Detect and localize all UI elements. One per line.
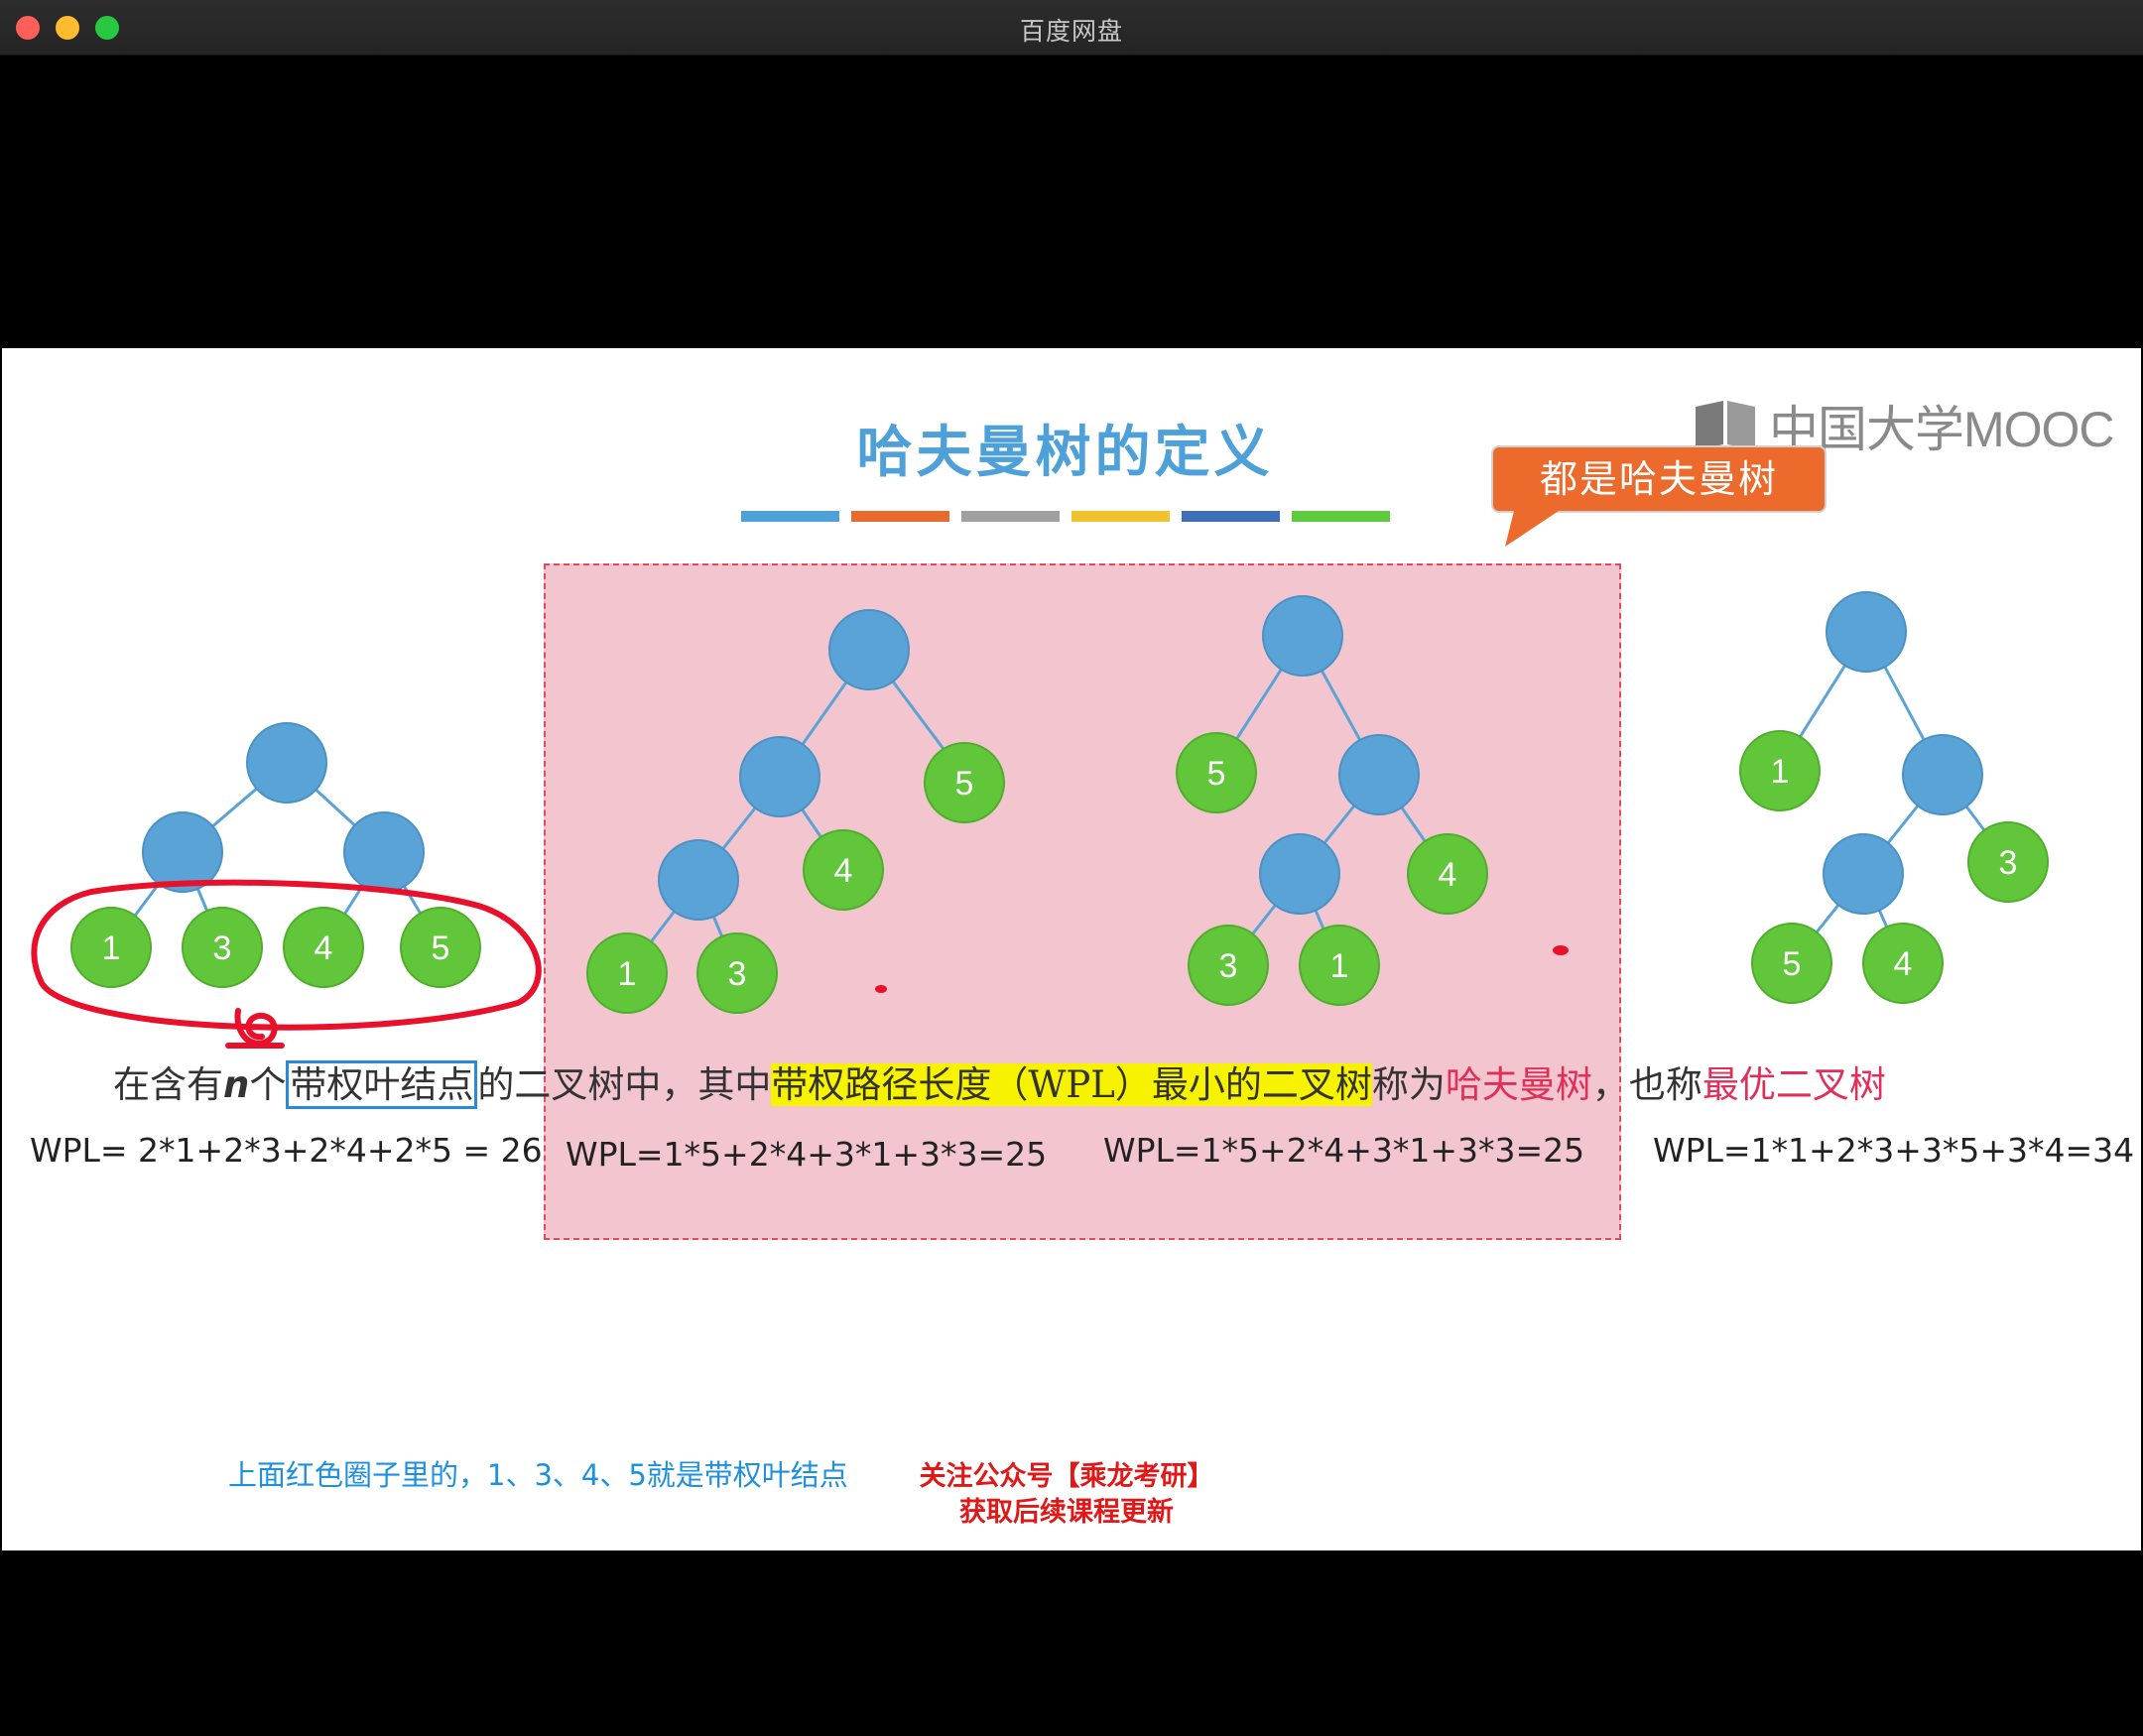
wpl-formula-tree-1: WPL= 2*1+2*3+2*4+2*5 = 26 [30, 1131, 543, 1170]
title-color-bars [741, 511, 1390, 522]
definition-highlighted-term: 带权路径长度（WPL）最小的二叉树 [771, 1063, 1372, 1106]
leaf-node [696, 932, 778, 1014]
internal-node [1259, 833, 1340, 915]
leaf-label: 1 [618, 955, 637, 993]
leaf-node [70, 907, 152, 988]
leaf-node [1739, 730, 1821, 811]
leaf-nodes [70, 730, 2049, 1014]
internal-node [658, 839, 739, 921]
internal-node [1262, 595, 1343, 677]
leaf-node [924, 742, 1005, 823]
wpl-formula-tree-4: WPL=1*1+2*3+3*5+3*4=34 [1653, 1131, 2135, 1170]
callout-tail [1505, 507, 1565, 547]
leaf-labels: 1 3 4 5 5 4 1 3 5 4 3 1 1 3 5 4 [102, 753, 2018, 993]
leaf-node [586, 932, 668, 1014]
promo-line: 关注公众号【乘龙考研】 [919, 1461, 1214, 1492]
leaf-node [283, 907, 364, 988]
internal-node [1902, 734, 1983, 815]
internal-node [1823, 833, 1904, 915]
leaf-label: 5 [432, 930, 450, 967]
color-bar [1182, 511, 1280, 522]
leaf-node [1751, 923, 1832, 1004]
leaf-label: 3 [213, 930, 232, 967]
definition-text: 称为 [1371, 1063, 1446, 1106]
book-icon [1696, 401, 1755, 450]
zoom-window-button[interactable] [95, 16, 119, 40]
internal-nodes [142, 591, 1983, 921]
leaf-label: 5 [1207, 755, 1226, 793]
slide-title: 哈夫曼树的定义 [856, 421, 1274, 485]
huffman-tree-diagrams: 1 3 4 5 5 4 1 3 5 4 3 1 1 3 5 4 [31, 591, 2049, 1049]
red-ink-annotations [31, 879, 542, 1049]
definition-text: ，也称 [1591, 1063, 1702, 1106]
annotation-caption: 上面红色圈子里的，1、3、4、5就是带权叶结点 [228, 1458, 848, 1492]
leaf-label: 5 [955, 765, 974, 803]
promo-text: 关注公众号【乘龙考研】 获取后续课程更新 [908, 1459, 1225, 1531]
leaf-node [1862, 923, 1944, 1004]
leaf-label: 4 [834, 852, 853, 890]
wpl-formula-tree-2: WPL=1*5+2*4+3*1+3*3=25 [566, 1135, 1048, 1174]
huffman-definition: 在含有n个带权叶结点的二叉树中，其中带权路径长度（WPL）最小的二叉树称为哈夫曼… [113, 1054, 1886, 1109]
leaf-label: 3 [1999, 844, 2018, 882]
definition-text: 个 [249, 1063, 287, 1106]
window-titlebar: 百度网盘 [0, 0, 2143, 56]
leaf-node [182, 907, 263, 988]
leaf-label: 1 [1771, 753, 1790, 791]
internal-node [1338, 734, 1420, 815]
leaf-label: 1 [102, 930, 121, 967]
definition-text: 的二叉树中，其中 [477, 1063, 772, 1106]
internal-node [142, 811, 223, 893]
internal-node [343, 811, 425, 893]
leaf-node [1967, 821, 2049, 903]
leaf-label: 4 [1439, 856, 1457, 894]
video-player[interactable]: 哈夫曼树的定义 中国大学MOOC 都是哈夫曼树 [0, 56, 2143, 1736]
red-squiggle-annotation [234, 1008, 278, 1047]
leaf-node [1407, 833, 1488, 915]
mooc-logo: 中国大学MOOC [1694, 396, 2115, 457]
color-bar [1292, 511, 1390, 522]
callout-bubble: 都是哈夫曼树 [1491, 445, 1827, 513]
minimize-window-button[interactable] [56, 16, 79, 40]
red-circle-annotation [31, 879, 542, 1031]
color-bar [1072, 511, 1170, 522]
lecture-slide: 哈夫曼树的定义 中国大学MOOC 都是哈夫曼树 [2, 348, 2141, 1550]
leaf-node [1299, 925, 1380, 1006]
definition-text: 在含有 [113, 1063, 223, 1106]
internal-node [246, 722, 327, 804]
color-bar [961, 511, 1060, 522]
leaf-node [400, 907, 481, 988]
logo-text: 中国大学MOOC [1769, 402, 2115, 457]
red-dot [1553, 945, 1569, 955]
leaf-label: 4 [315, 930, 333, 967]
definition-red-term: 哈夫曼树 [1445, 1063, 1592, 1106]
leaf-label: 4 [1894, 945, 1913, 983]
definition-variable-n: n [223, 1063, 250, 1106]
leaf-label: 1 [1330, 947, 1349, 985]
red-dot [875, 985, 887, 993]
color-bar [741, 511, 839, 522]
leaf-node [803, 829, 884, 911]
definition-boxed-term: 带权叶结点 [286, 1060, 478, 1109]
tree-edges [109, 631, 2010, 974]
promo-line: 获取后续课程更新 [959, 1497, 1174, 1528]
color-bar [851, 511, 949, 522]
internal-node [1826, 591, 1907, 673]
leaf-node [1188, 925, 1269, 1006]
internal-node [739, 736, 820, 817]
wpl-formula-tree-3: WPL=1*5+2*4+3*1+3*3=25 [1103, 1131, 1585, 1170]
leaf-label: 3 [728, 955, 747, 993]
close-window-button[interactable] [16, 16, 40, 40]
leaf-node [1176, 732, 1257, 813]
leaf-label: 3 [1219, 947, 1238, 985]
internal-node [828, 609, 910, 690]
window-title: 百度网盘 [1019, 17, 1123, 46]
leaf-label: 5 [1783, 945, 1802, 983]
definition-red-term: 最优二叉树 [1702, 1063, 1886, 1106]
